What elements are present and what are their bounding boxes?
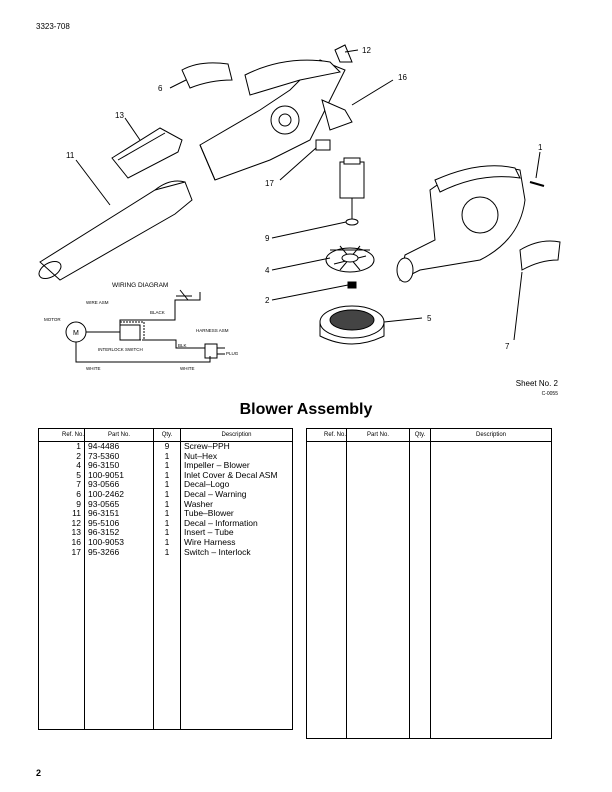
table-empty-body: [306, 441, 552, 739]
nut-part: [347, 281, 357, 289]
description: Tube–Blower: [180, 509, 293, 519]
page-number: 2: [36, 768, 42, 778]
callout-7: 7: [505, 342, 510, 351]
interlock-switch-part: [315, 139, 331, 151]
wire-harness-part: [321, 99, 353, 131]
description: Screw–PPH: [180, 441, 293, 452]
sheet-number: Sheet No. 2: [515, 379, 558, 388]
blower-tube-part: [38, 180, 193, 281]
sheet-code: C-0055: [541, 391, 558, 397]
warning-decal-part: [181, 62, 233, 89]
table-header-row: Ref. No. Part No. Qty. Description: [306, 428, 552, 442]
part-no: 95-3266: [84, 547, 154, 558]
header-qty: Qty.: [153, 428, 181, 442]
wiring-label-plug: PLUG: [226, 351, 239, 356]
interlock-switch-symbol: [119, 321, 145, 341]
header-part-no: Part No.: [346, 428, 410, 442]
plug-symbol: [204, 343, 218, 359]
document-id: 3323-708: [36, 22, 70, 31]
callout-12: 12: [362, 46, 371, 55]
callout-9: 9: [265, 234, 270, 243]
wiring-motor-letter: M: [73, 330, 79, 337]
header-ref-no: Ref. No.: [38, 428, 85, 442]
washer-part: [345, 218, 359, 226]
description: Decal–Logo: [180, 480, 293, 490]
table-filler-row: [38, 557, 293, 730]
callout-16: 16: [398, 73, 407, 82]
header-qty: Qty.: [409, 428, 431, 442]
motor-part: [339, 157, 365, 220]
tube-insert-part: [111, 127, 183, 179]
description: Wire Harness: [180, 537, 293, 548]
header-part-no: Part No.: [84, 428, 154, 442]
callout-17: 17: [265, 179, 274, 188]
description: Washer: [180, 499, 293, 510]
callout-5: 5: [427, 314, 432, 323]
housing-half-part: [199, 59, 346, 181]
description: Nut–Hex: [180, 451, 293, 462]
logo-decal-part: [519, 240, 561, 271]
callout-4: 4: [265, 266, 270, 275]
wiring-label-white-1: WHITE: [86, 366, 101, 371]
callout-11: 11: [66, 151, 75, 160]
info-decal-part: [334, 44, 353, 63]
inlet-cover-part: [319, 305, 385, 345]
wiring-diagram: WIRING DIAGRAM MOTOR M WIRE ASM BLACK HA…: [44, 282, 239, 371]
description: Decal – Information: [180, 518, 293, 529]
description: Inlet Cover & Decal ASM: [180, 470, 293, 481]
callout-6: 6: [158, 84, 163, 93]
page-title: Blower Assembly: [239, 401, 373, 418]
description: Insert – Tube: [180, 528, 293, 538]
description: Switch – Interlock: [180, 547, 293, 558]
qty: 1: [153, 547, 181, 558]
wiring-label-wire-asm: WIRE ASM: [86, 300, 109, 305]
impeller-part: [325, 245, 375, 273]
callout-1: 1: [538, 143, 543, 152]
ref-no: 17: [38, 547, 85, 558]
description: Decal – Warning: [180, 489, 293, 500]
wiring-label-white-2: WHITE: [180, 366, 195, 371]
description: Impeller – Blower: [180, 461, 293, 471]
screw-part: [529, 181, 545, 187]
header-ref-no: Ref. No.: [306, 428, 347, 442]
wiring-title: WIRING DIAGRAM: [112, 282, 168, 289]
parts-table-right: Ref. No. Part No. Qty. Description: [306, 428, 552, 739]
sheet-label: Sheet No. 2 C-0055: [516, 379, 558, 399]
callout-13: 13: [115, 111, 124, 120]
callout-2: 2: [265, 296, 270, 305]
wiring-label-blk: BLK: [178, 343, 187, 348]
wiring-label-harness-asm: HARNESS ASM: [196, 328, 229, 333]
header-description: Description: [180, 428, 293, 442]
wiring-label-motor: MOTOR: [44, 317, 61, 322]
assembled-blower: [396, 165, 526, 283]
wiring-label-interlock-switch: INTERLOCK SWITCH: [98, 347, 143, 352]
table-header-row: Ref. No. Part No. Qty. Description: [38, 428, 293, 442]
wiring-label-black: BLACK: [150, 310, 165, 315]
exploded-parts-diagram: 12 6 16 13 11 1 17 9 4 2 5 7 WIRING DIAG…: [38, 44, 561, 371]
header-description: Description: [430, 428, 552, 442]
